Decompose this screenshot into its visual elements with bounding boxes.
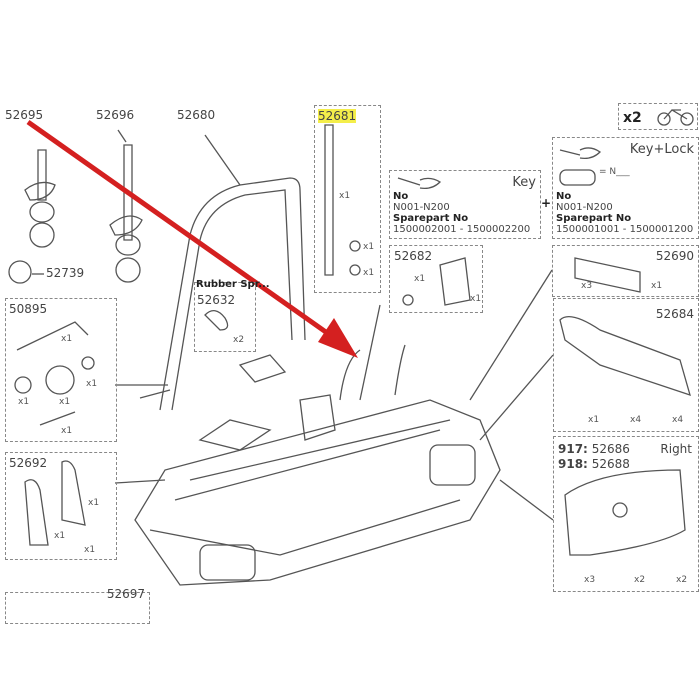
part-label-52681: 52681	[318, 109, 357, 123]
part-label-50895: 50895	[9, 302, 48, 316]
qty: x2	[634, 575, 646, 585]
part-box-52692: 52692 x1 x1 x1	[5, 452, 117, 560]
key-lock-key-drawing	[559, 147, 602, 160]
qty: x1	[18, 397, 30, 407]
qty: x2	[676, 575, 688, 585]
bike-icon	[657, 109, 694, 126]
part-box-50895: 50895 x1 x1 x1 x1 x1	[5, 298, 117, 442]
part-label-52684: 52684	[655, 307, 694, 321]
qty: x1	[588, 415, 600, 425]
right-label: Right	[660, 442, 692, 456]
key-lock-box: Key+Lock = N___ No N001-N200 Sparepart N…	[552, 137, 699, 239]
qty: x3	[584, 575, 596, 585]
qty: x4	[630, 415, 642, 425]
key-no-range: N001-N200	[393, 202, 450, 213]
part-label-52680: 52680	[177, 108, 216, 122]
strip-52690-drawing	[574, 257, 641, 293]
part-box-52632: Rubber Spr... 52632 x2	[194, 279, 270, 352]
part-box-52682: 52682 x1 x1	[389, 245, 483, 313]
part-label-52632: 52632	[197, 293, 236, 307]
part-label-52686: 52686	[591, 442, 630, 456]
tools-50895-drawing	[14, 321, 171, 426]
part-label-52739: 52739	[46, 266, 85, 280]
lock-cylinder-drawing	[559, 169, 596, 186]
right-light-drawing	[564, 469, 686, 556]
part-box-right-light: 917: 52686 918: 52688 Right x3 x2 x2	[553, 436, 699, 592]
qty: x1	[339, 191, 351, 201]
qty: x1	[59, 397, 71, 407]
qty: x1	[61, 426, 73, 436]
key-lock-no-label: No	[556, 191, 572, 202]
knob-52696-drawing	[109, 129, 143, 283]
part-box-52681: 52681 x1 x1 x1	[314, 105, 381, 293]
plus-sign: +	[541, 196, 552, 210]
qty: x1	[54, 531, 66, 541]
key-lock-sparepart-label: Sparepart No	[556, 213, 632, 224]
bike-count-box: x2	[618, 103, 698, 130]
key-drawing	[397, 177, 442, 190]
part-label-52682: 52682	[394, 249, 433, 263]
qty: x1	[84, 545, 96, 555]
part-box-52690: 52690 x3 x1	[552, 245, 699, 297]
model-917: 917:	[558, 442, 588, 456]
part-label-52690: 52690	[655, 249, 694, 263]
part-label-52697: 52697	[106, 587, 145, 601]
key-lock-title: Key+Lock	[629, 142, 694, 157]
rubber-spring-label: Rubber Spr...	[196, 279, 270, 290]
key-title: Key	[512, 175, 536, 190]
strap-52681-drawing	[324, 124, 361, 276]
model-918: 918:	[558, 457, 588, 471]
red-arrow	[26, 119, 358, 358]
rubber-spring-drawing	[204, 310, 229, 331]
qty: x1	[470, 294, 482, 304]
bracket-52692-drawing	[24, 460, 166, 546]
qty: x3	[581, 281, 593, 291]
cover-52682-drawing	[402, 257, 471, 306]
key-sparepart-label: Sparepart No	[393, 213, 469, 224]
frame-52680-drawing	[159, 134, 306, 411]
key-no-label: No	[393, 191, 409, 202]
key-sparepart-range: 1500002001 - 1500002200	[393, 224, 531, 235]
qty: x2	[233, 335, 245, 345]
light-bar-52684-drawing	[559, 316, 691, 397]
part-label-52692: 52692	[9, 456, 48, 470]
part-label-52696: 52696	[96, 108, 135, 122]
qty: x1	[651, 281, 663, 291]
carrier-body-drawing	[134, 269, 554, 586]
part-label-52688: 52688	[591, 457, 630, 471]
knob-52695-drawing	[8, 149, 56, 284]
part-box-52684: 52684 x1 x4 x4	[553, 298, 699, 432]
qty: x4	[672, 415, 684, 425]
qty: x1	[86, 379, 98, 389]
qty: x1	[414, 274, 426, 284]
key-lock-no-range: N001-N200	[556, 202, 613, 213]
part-label-52695: 52695	[5, 108, 44, 122]
part-box-52697: 52697	[5, 587, 150, 624]
qty: x1	[88, 498, 100, 508]
qty: x1	[363, 268, 375, 278]
key-lock-sparepart-range: 1500001001 - 1500001200	[556, 224, 694, 235]
qty: x1	[363, 242, 375, 252]
bike-count: x2	[623, 110, 642, 126]
key-lock-eq: = N___	[599, 167, 630, 177]
qty: x1	[61, 334, 73, 344]
key-box: Key No N001-N200 Sparepart No 1500002001…	[389, 170, 541, 239]
